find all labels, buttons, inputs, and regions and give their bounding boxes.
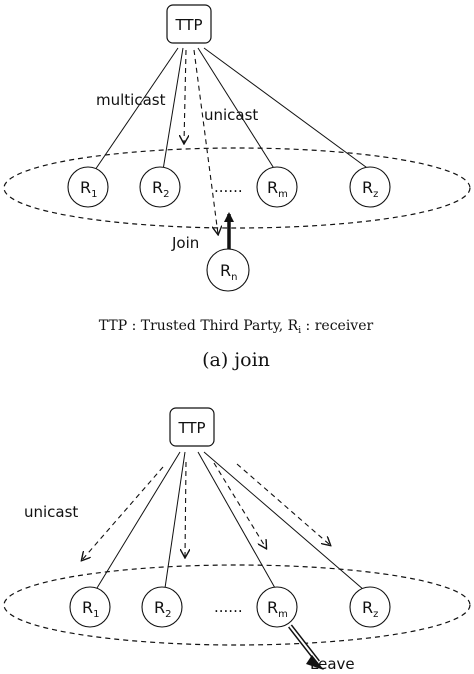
svg-text:Rz: Rz bbox=[362, 598, 378, 620]
leave-node-rm: Rm bbox=[256, 586, 298, 628]
multicast-line-rz bbox=[203, 47, 371, 171]
join-node-rn: Rn bbox=[206, 248, 250, 292]
join-node-r2: R2 bbox=[139, 166, 181, 208]
leave-unicast-label: unicast bbox=[24, 503, 78, 521]
leave-node-rz: Rz bbox=[349, 586, 391, 628]
multicast-label: multicast bbox=[96, 91, 166, 109]
leave-ttp-box bbox=[169, 407, 215, 447]
join-label: Join bbox=[171, 234, 199, 252]
leave-dashed-arrow-left bbox=[82, 466, 164, 560]
caption-join: (a) join bbox=[202, 349, 270, 371]
leave-line-r1 bbox=[96, 451, 181, 589]
svg-text:Rn: Rn bbox=[220, 261, 237, 283]
multicast-line-r2 bbox=[162, 47, 184, 171]
leave-line-r2 bbox=[164, 451, 186, 589]
join-group-ellipse bbox=[3, 147, 471, 229]
leave-ttp-label: TTP bbox=[177, 419, 205, 437]
join-dashed-arrow-rn bbox=[193, 49, 218, 234]
leave-dashed-arrow-rz bbox=[236, 463, 330, 545]
leave-panel: TTP unicast R1 R2 ...... Rm Rz Leave bbox=[3, 407, 471, 673]
multicast-line-rm bbox=[197, 47, 276, 171]
legend-text: TTP : Trusted Third Party, Ri : receiver bbox=[99, 318, 374, 336]
svg-text:R1: R1 bbox=[80, 178, 98, 200]
join-ellipsis: ...... bbox=[214, 178, 243, 196]
leave-node-r1: R1 bbox=[69, 586, 111, 628]
join-node-r1: R1 bbox=[67, 166, 109, 208]
svg-text:R2: R2 bbox=[152, 178, 170, 200]
join-unicast-label: unicast bbox=[204, 106, 258, 124]
leave-dashed-arrow-r2 bbox=[185, 461, 186, 557]
svg-text:Rz: Rz bbox=[362, 178, 378, 200]
svg-text:R1: R1 bbox=[82, 598, 100, 620]
join-panel: TTP multicast unicast R1 R2 ...... Rm Rz… bbox=[3, 4, 471, 371]
svg-text:Rm: Rm bbox=[267, 178, 288, 200]
leave-line-rm bbox=[197, 451, 276, 589]
join-dashed-arrow-r2 bbox=[184, 49, 186, 143]
join-node-rz: Rz bbox=[349, 166, 391, 208]
join-ttp-box bbox=[166, 4, 212, 44]
leave-ellipsis: ...... bbox=[214, 598, 243, 616]
leave-dashed-arrow-rm bbox=[213, 462, 266, 548]
svg-text:R2: R2 bbox=[154, 598, 172, 620]
leave-label: Leave bbox=[310, 655, 355, 673]
leave-node-r2: R2 bbox=[141, 586, 183, 628]
leave-arrow bbox=[288, 624, 324, 670]
leave-group-ellipse bbox=[3, 564, 471, 646]
join-ttp-label: TTP bbox=[174, 16, 202, 34]
join-node-rm: Rm bbox=[256, 166, 298, 208]
svg-text:Rm: Rm bbox=[267, 598, 288, 620]
multicast-line-r1 bbox=[94, 47, 179, 171]
leave-line-rz bbox=[203, 451, 365, 591]
